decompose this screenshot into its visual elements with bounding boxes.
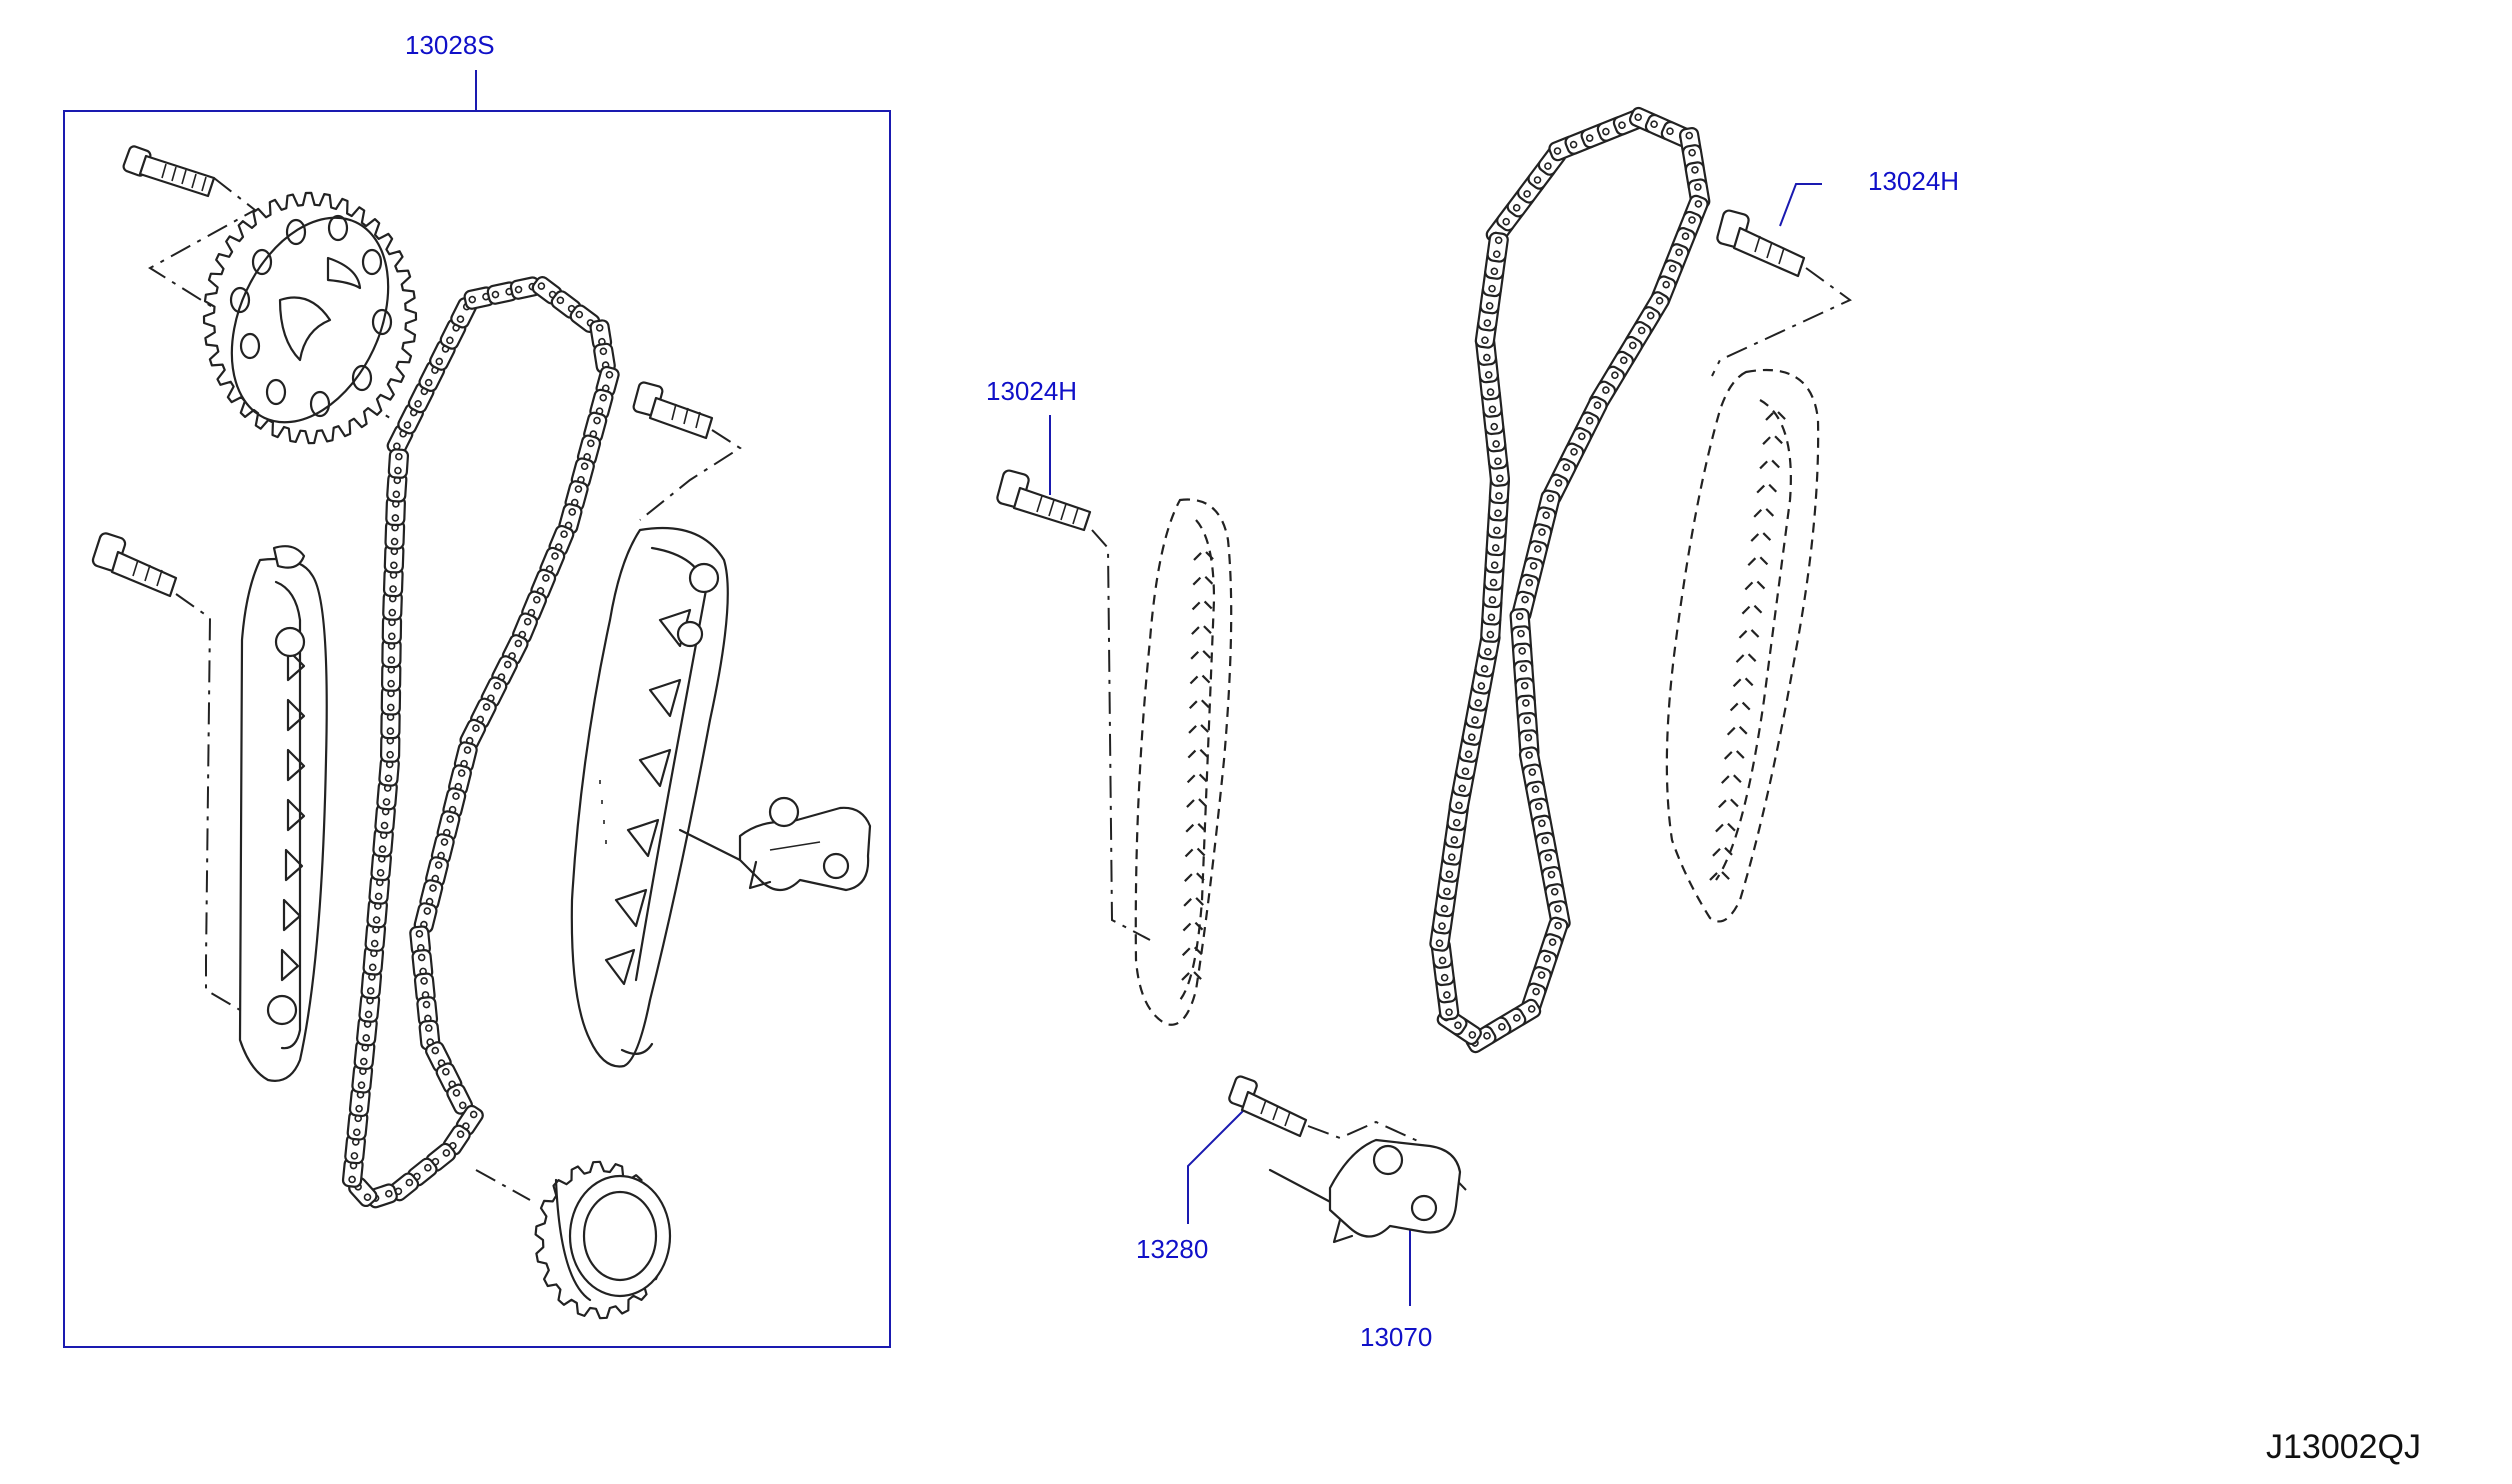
chain-tensioner-13070 [1268, 1138, 1462, 1306]
guide-bolt-13024h-left [996, 415, 1151, 941]
kit-frame-13028s [63, 70, 891, 1348]
chain-tension-guide [570, 526, 729, 1068]
callout-13024h-left[interactable]: 13024H [986, 376, 1078, 406]
callout-13070[interactable]: 13070 [1360, 1322, 1433, 1352]
slack-guide-bolt [91, 532, 241, 1011]
guide-bolt-13024h-right [1711, 183, 1852, 377]
crankshaft-sprocket [475, 1160, 672, 1320]
tension-guide-outline-middle [1134, 498, 1233, 1026]
chain-tensioner [678, 796, 872, 892]
chain-slack-guide [238, 545, 328, 1082]
callout-13028s[interactable]: 13028S [405, 30, 495, 60]
callout-13280[interactable]: 13280 [1136, 1234, 1209, 1264]
timing-chain-loop-middle [1428, 105, 1712, 1056]
tensioner-bolt-13280 [1187, 1075, 1467, 1224]
diagram-code: J13002QJ [2266, 1428, 2421, 1466]
callout-13024h-right[interactable]: 13024H [1868, 166, 1960, 196]
timing-chain [341, 273, 622, 1210]
camshaft-sprocket [202, 191, 418, 445]
guide-bolt-upper [632, 381, 742, 521]
slack-guide-outline-right [1665, 368, 1820, 923]
